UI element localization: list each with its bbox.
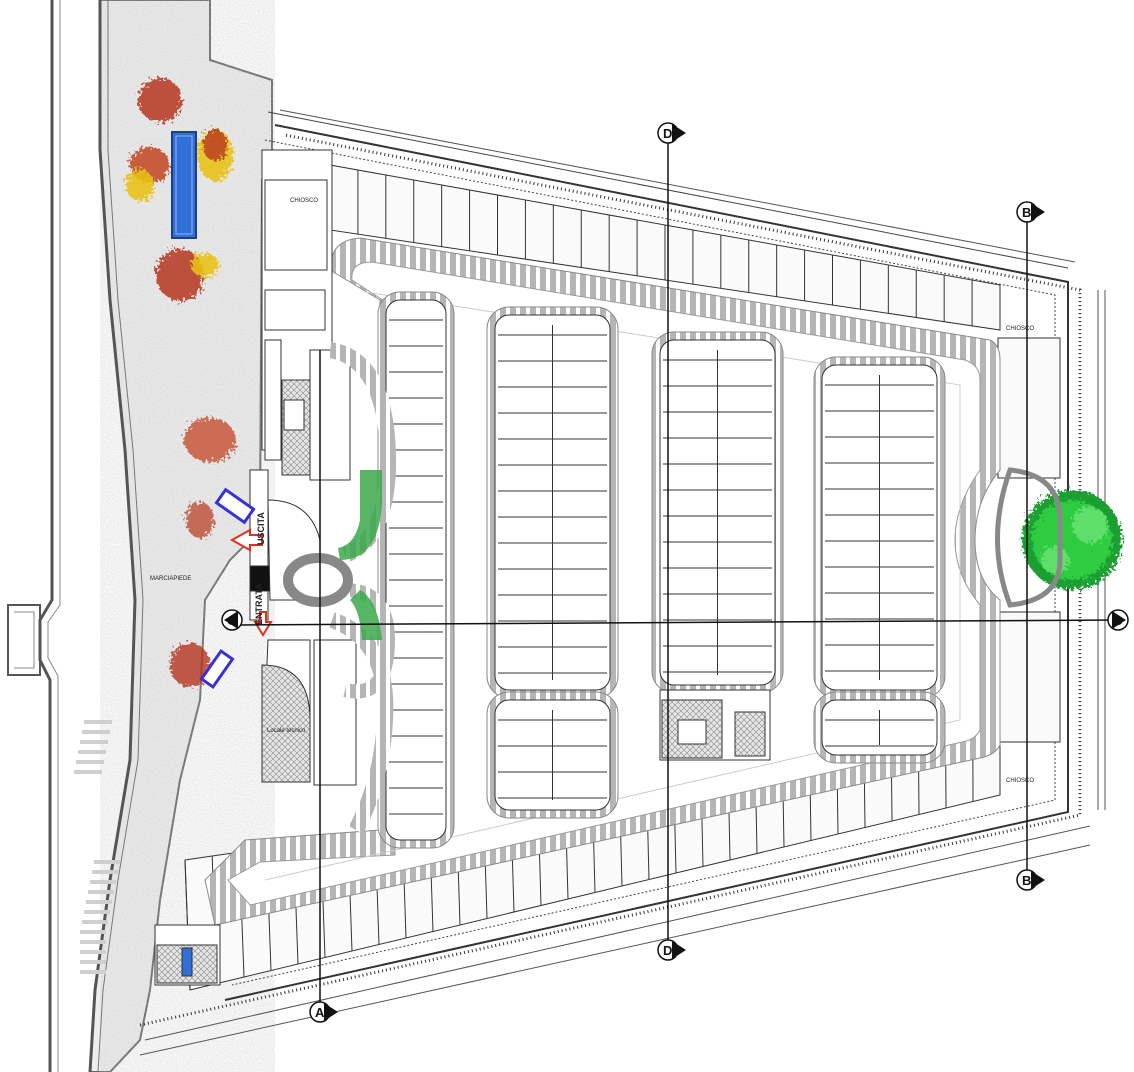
tree: [1022, 490, 1122, 590]
svg-text:C: C: [1113, 613, 1123, 628]
section-marker-d-bottom: D: [657, 939, 686, 961]
section-marker-c-right: C: [1107, 609, 1129, 631]
entrance-label: ENTRATA: [254, 583, 264, 625]
technical-room-label: Locale tecnico: [267, 728, 306, 734]
street-foliage: [126, 78, 236, 687]
svg-text:D: D: [663, 943, 672, 958]
svg-text:C: C: [227, 613, 237, 628]
kiosk-label-right-top: CHIOSCO: [1006, 326, 1034, 332]
stair-core-bottom-left: [154, 924, 221, 986]
svg-text:B: B: [1022, 873, 1031, 888]
exit-label: USCITA: [256, 512, 266, 545]
right-parking-column: [997, 337, 1061, 743]
parking-island: [377, 291, 455, 849]
parking-island: [813, 691, 946, 764]
svg-text:B: B: [1022, 205, 1031, 220]
stair-core-bottom: [659, 689, 771, 761]
spiral-ramp: [283, 342, 397, 834]
section-marker-a: A: [309, 1001, 338, 1023]
section-marker-b-bottom: B: [1016, 869, 1045, 891]
street-label: MARCIAPIEDE: [150, 576, 191, 582]
parking-islands: [377, 291, 946, 849]
section-marker-b-top: B: [1016, 201, 1045, 223]
section-lines: [236, 133, 1119, 1010]
kiosk-label-right-bottom: CHIOSCO: [1006, 778, 1034, 784]
tree-planter: [995, 467, 1063, 608]
crosswalk: [74, 720, 120, 974]
svg-text:D: D: [663, 126, 672, 141]
section-marker-d-top: D: [657, 122, 686, 144]
kiosk-label-top: CHIOSCO: [290, 198, 318, 204]
street-cars: [199, 487, 256, 690]
parking-island: [651, 331, 784, 694]
section-marker-c-left: C: [221, 609, 243, 631]
parking-island: [813, 356, 946, 699]
parking-island: [486, 691, 619, 819]
entrance-arrows: [229, 528, 273, 637]
parking-island: [486, 306, 619, 699]
svg-text:A: A: [315, 1005, 325, 1020]
